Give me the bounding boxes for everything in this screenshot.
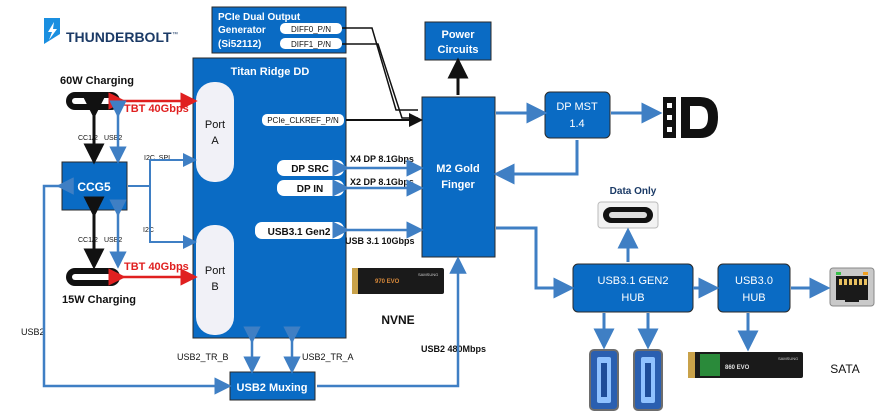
usb31-10g-label: USB 3.1 10Gbps [345, 236, 415, 246]
usb2-bottom-label: USB2 [104, 237, 122, 244]
usb-a-port-left-icon [589, 349, 619, 411]
usb30-hub-line1: USB3.0 [735, 275, 773, 287]
m2-line1: M2 Gold [436, 163, 479, 175]
usb-a-port-right-icon [633, 349, 663, 411]
dp-src-label: DP SRC [291, 164, 329, 175]
nvme-ssd-image: 970 EVO SAMSUNG [352, 268, 444, 294]
sata-ssd-image: 860 EVO SAMSUNG [688, 352, 803, 378]
usb2-left-label: USB2 [21, 327, 45, 337]
m2-line2: Finger [441, 179, 475, 191]
ssd-970-brand: SAMSUNG [418, 272, 438, 277]
port-a-line1: Port [205, 119, 225, 131]
titan-title: Titan Ridge DD [231, 66, 310, 78]
usb30-hub-block: USB3.0 HUB [717, 263, 791, 313]
pcie-generator-block: PCIe Dual Output Generator (Si52112) DIF… [211, 6, 347, 54]
dp-mst-line1: DP MST [556, 101, 598, 113]
usb-c-port-top-icon [66, 92, 120, 110]
power-line2: Circuits [438, 44, 479, 56]
m2-gold-finger-block: M2 Gold Finger [421, 96, 496, 258]
usb2-top-label: USB2 [104, 135, 122, 142]
ccg5-label: CCG5 [77, 180, 111, 194]
usb31-gen2-hub-block: USB3.1 GEN2 HUB [572, 263, 694, 313]
usb31-gen2-label: USB3.1 Gen2 [268, 227, 331, 238]
sata-label: SATA [830, 362, 860, 376]
pcie-gen-line2: Generator [218, 25, 266, 36]
diff0-label: DIFF0_P/N [291, 25, 331, 34]
usb-c-data-port-icon [597, 201, 659, 229]
displayport-icon [663, 97, 718, 138]
usb-c-port-bottom-icon [66, 268, 120, 286]
dp-mst-line2: 1.4 [569, 118, 584, 130]
charging-top-label: 60W Charging [60, 75, 134, 87]
ssd-970-model: 970 EVO [375, 279, 400, 285]
usb2-muxing-block: USB2 Muxing [229, 371, 316, 401]
usb31-hub-line1: USB3.1 GEN2 [598, 275, 669, 287]
port-b-line2: B [211, 281, 218, 293]
x4dp-label: X4 DP 8.1Gbps [350, 154, 414, 164]
charging-bottom-label: 15W Charging [62, 294, 136, 306]
i2c-label: I2C [143, 227, 154, 234]
usb2-tr-a-label: USB2_TR_A [302, 352, 354, 362]
ethernet-port-icon [829, 267, 875, 307]
thunderbolt-logo-icon [44, 18, 60, 44]
x2dp-label: X2 DP 8.1Gbps [350, 177, 414, 187]
ccg5-block: CCG5 [61, 161, 128, 211]
usb2-mux-label: USB2 Muxing [237, 382, 308, 394]
data-only-label: Data Only [610, 186, 657, 197]
power-circuits-block: Power Circuits [424, 21, 492, 61]
thunderbolt-logo: THUNDERBOLT ™ [44, 18, 178, 45]
i2c-spi-label: I2C, SPI [144, 155, 170, 162]
ssd-860-brand: SAMSUNG [778, 356, 798, 361]
pcie-gen-line3: (Si52112) [218, 39, 261, 50]
titan-ridge-block: Titan Ridge DD Port A Port B PCIe_CLKREF… [192, 57, 347, 339]
port-b-line1: Port [205, 265, 225, 277]
tbt-bottom-label: TBT 40Gbps [124, 261, 189, 273]
logo-text: THUNDERBOLT [66, 29, 172, 45]
ssd-860-model: 860 EVO [725, 365, 750, 371]
tbt-top-label: TBT 40Gbps [124, 103, 189, 115]
usb2-480-label: USB2 480Mbps [421, 344, 486, 354]
port-a-line2: A [211, 135, 219, 147]
connector-lines [42, 27, 831, 395]
pcie-clkref-label: PCIe_CLKREF_P/N [267, 116, 339, 125]
usb30-hub-line2: HUB [742, 292, 765, 304]
usb2-tr-b-label: USB2_TR_B [177, 352, 229, 362]
pcie-gen-line1: PCIe Dual Output [218, 12, 301, 23]
dp-in-label: DP IN [297, 184, 324, 195]
nvne-label: NVNE [381, 313, 414, 327]
power-line1: Power [441, 29, 475, 41]
usb31-hub-line2: HUB [621, 292, 644, 304]
diff1-label: DIFF1_P/N [291, 40, 331, 49]
dp-mst-block: DP MST 1.4 [544, 91, 611, 139]
logo-tm: ™ [172, 31, 178, 38]
